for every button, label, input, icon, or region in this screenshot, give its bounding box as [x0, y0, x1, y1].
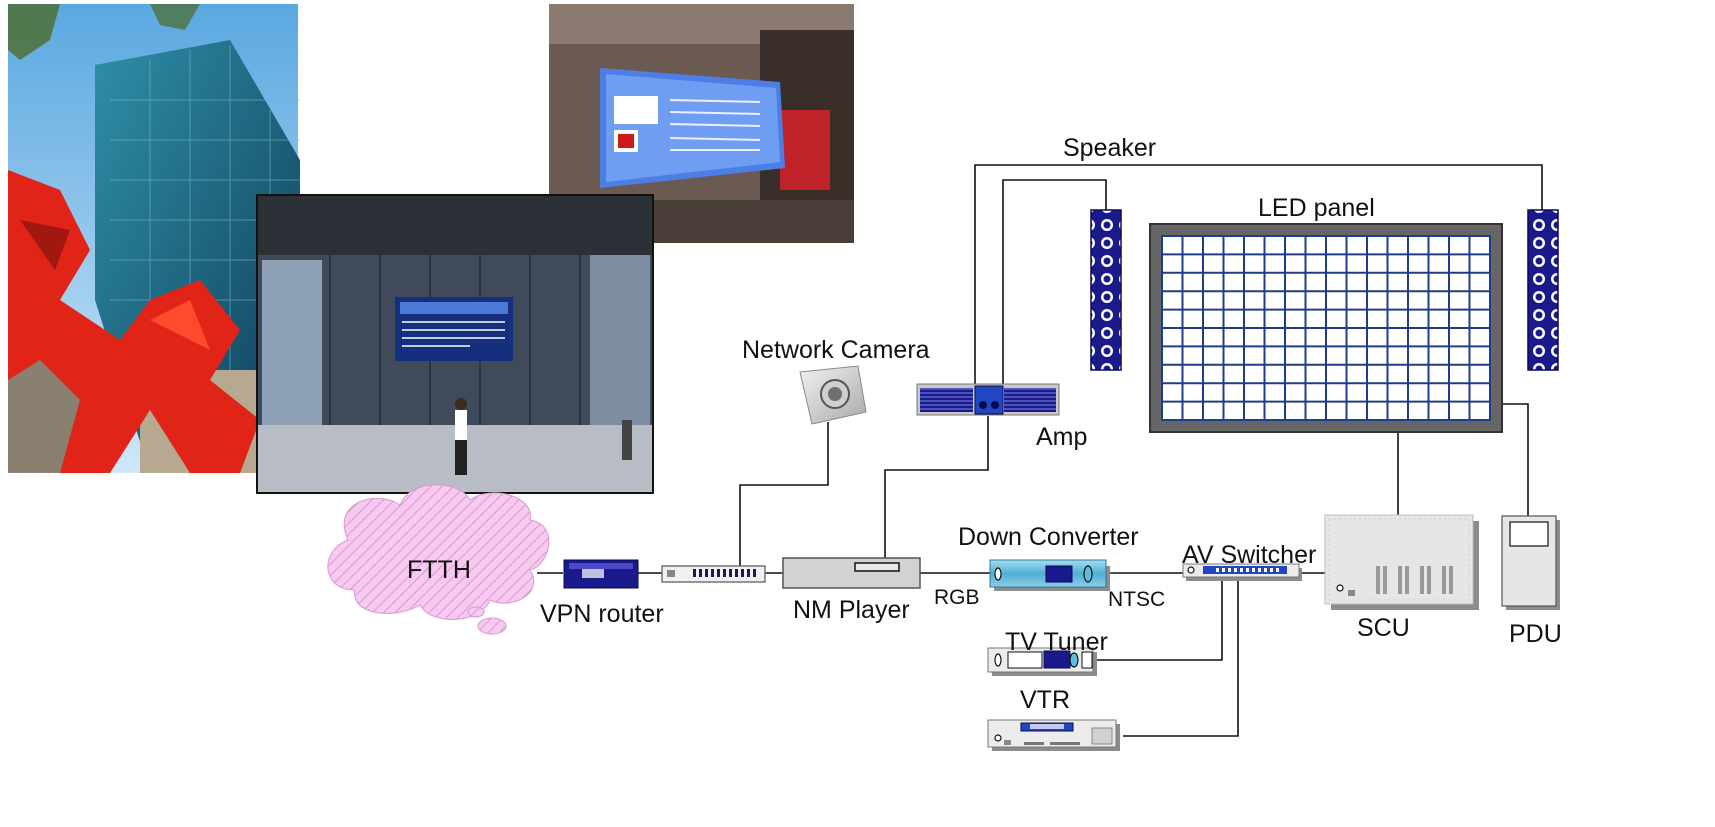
rgb-label: RGB	[934, 586, 980, 609]
wire-switcher-tuner	[1096, 580, 1223, 661]
vtr	[987, 719, 1120, 751]
vtr-label: VTR	[1020, 686, 1070, 714]
scu-label: SCU	[1357, 614, 1410, 642]
speaker-right	[1527, 209, 1559, 371]
ftth-cloud	[327, 484, 550, 635]
speaker-label: Speaker	[1063, 134, 1157, 162]
amp-label: Amp	[1036, 423, 1088, 451]
led-panel	[1149, 223, 1503, 433]
wire-amp-player	[884, 416, 989, 560]
connection-lines	[537, 164, 1543, 737]
tv-tuner-label: TV Tuner	[1005, 628, 1108, 656]
wire-amp-right-speaker	[974, 164, 1543, 388]
wire-pdu-panel	[1502, 403, 1529, 516]
pdu-label: PDU	[1509, 620, 1562, 648]
vpn-router	[563, 559, 639, 589]
ntsc-label: NTSC	[1108, 588, 1166, 611]
down-converter	[989, 559, 1110, 591]
photo-indoor-display	[549, 4, 854, 243]
scu-unit	[1324, 514, 1479, 610]
tv-tuner	[987, 647, 1097, 676]
network-camera	[799, 365, 867, 425]
av-switcher	[1182, 563, 1302, 581]
ftth-label: FTTH	[407, 556, 471, 584]
nm-player-label: NM Player	[793, 596, 910, 624]
network-camera-label: Network Camera	[742, 336, 930, 364]
photo-building-sculpture	[8, 4, 300, 473]
pdu-unit	[1501, 515, 1560, 610]
wire-switcher-vtr	[1123, 580, 1239, 737]
vpn-router-label: VPN router	[540, 600, 664, 628]
network-hub	[661, 565, 766, 583]
wire-camera-hub	[739, 422, 829, 566]
photo-building-entrance	[256, 194, 654, 494]
amplifier	[916, 383, 1060, 416]
av-switcher-label: AV Switcher	[1182, 541, 1317, 569]
down-converter-label: Down Converter	[958, 523, 1139, 551]
led-panel-label: LED panel	[1258, 194, 1375, 222]
nm-player	[782, 557, 921, 589]
speaker-left	[1090, 209, 1122, 371]
wire-amp-left-speaker	[1002, 179, 1107, 388]
